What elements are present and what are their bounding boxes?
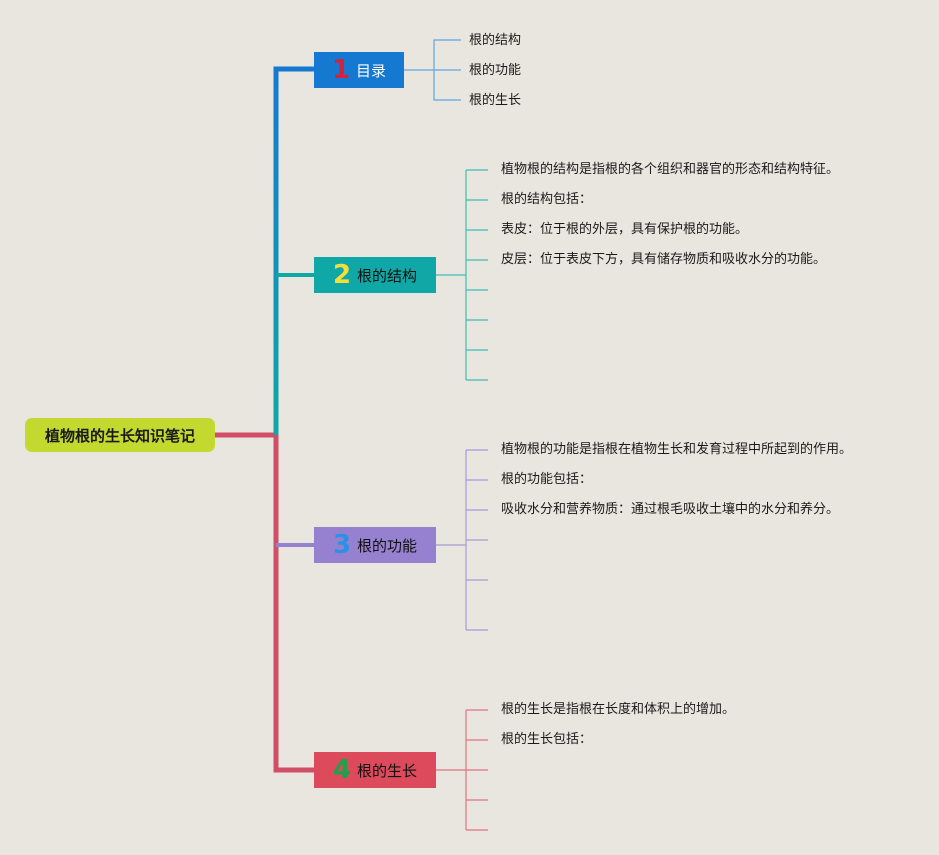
branch-label-growth: 根的生长 bbox=[357, 761, 418, 780]
function-leaf-3[interactable]: 吸收水分和营养物质：通过根毛吸收土壤中的水分和养分。 bbox=[501, 502, 840, 517]
branch-1-leaf-lines bbox=[404, 39, 461, 101]
branch-label-structure: 根的结构 bbox=[357, 266, 418, 285]
branch-label-toc: 目录 bbox=[356, 61, 387, 80]
branch-node-function[interactable]: 3 根的功能 bbox=[314, 527, 436, 563]
trunk-upper bbox=[273, 66, 314, 435]
structure-leaf-4[interactable]: 皮层：位于表皮下方，具有储存物质和吸收水分的功能。 bbox=[501, 252, 827, 267]
trunk-lower bbox=[273, 435, 314, 773]
structure-leaf-3[interactable]: 表皮：位于根的外层，具有保护根的功能。 bbox=[501, 222, 749, 237]
growth-leaf-1[interactable]: 根的生长是指根在长度和体积上的增加。 bbox=[501, 702, 736, 717]
branch-number-3: 3 bbox=[332, 530, 352, 560]
toc-item-growth[interactable]: 根的生长 bbox=[469, 93, 522, 108]
branch-3-leaf-lines bbox=[436, 449, 488, 631]
structure-leaf-1[interactable]: 植物根的结构是指根的各个组织和器官的形态和结构特征。 bbox=[501, 162, 840, 177]
branch-label-function: 根的功能 bbox=[357, 536, 418, 555]
branch-node-growth[interactable]: 4 根的生长 bbox=[314, 752, 436, 788]
function-leaf-2[interactable]: 根的功能包括： bbox=[501, 472, 593, 487]
toc-item-function[interactable]: 根的功能 bbox=[469, 63, 522, 78]
branch-4-leaf-lines bbox=[436, 709, 488, 831]
structure-leaf-2[interactable]: 根的结构包括： bbox=[501, 192, 593, 207]
branch-node-structure[interactable]: 2 根的结构 bbox=[314, 257, 436, 293]
growth-leaf-2[interactable]: 根的生长包括： bbox=[501, 732, 593, 747]
function-leaf-1[interactable]: 植物根的功能是指根在植物生长和发育过程中所起到的作用。 bbox=[501, 442, 853, 457]
branch-2-leaf-lines bbox=[436, 169, 488, 381]
branch-number-2: 2 bbox=[332, 260, 352, 290]
branch-number-1: 1 bbox=[331, 55, 351, 85]
toc-item-structure[interactable]: 根的结构 bbox=[469, 33, 522, 48]
root-node[interactable]: 植物根的生长知识笔记 bbox=[25, 418, 215, 452]
root-label: 植物根的生长知识笔记 bbox=[44, 426, 195, 445]
branch-node-toc[interactable]: 1 目录 bbox=[314, 52, 404, 88]
branch-number-4: 4 bbox=[332, 755, 352, 785]
